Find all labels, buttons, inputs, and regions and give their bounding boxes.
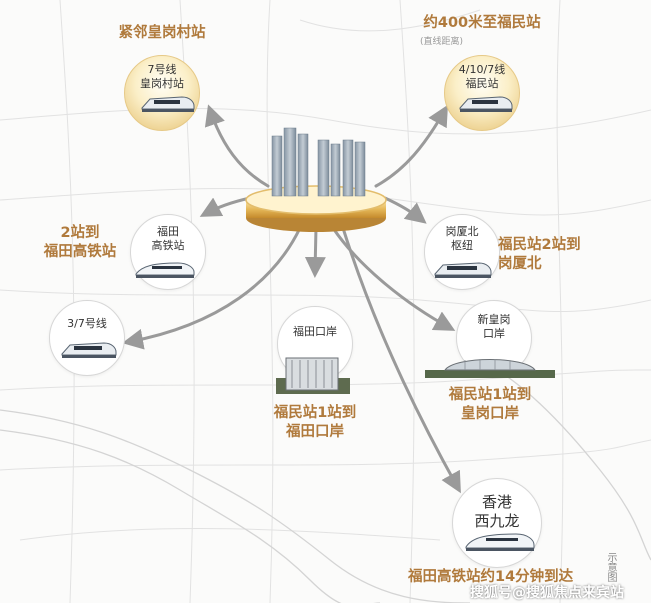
arrow-to-huanggangcun — [204, 104, 270, 188]
watermark: 搜狐号@搜狐焦点来宾站 — [470, 585, 624, 601]
node-label-futian-hsr: 福田 高铁站 — [151, 225, 185, 252]
node-fumin: 4/10/7线 福民站 — [444, 55, 520, 131]
train-icon — [434, 262, 492, 278]
node-label-line37: 3/7号线 — [67, 317, 107, 330]
caption-note-fumin: (直线距离) — [420, 37, 464, 47]
node-west-kowloon: 香港 西九龙 — [452, 478, 542, 568]
caption-futian-port: 福民站1站到 福田口岸 — [273, 405, 357, 440]
arrow-to-gangxiabei — [383, 196, 427, 224]
train-icon — [61, 342, 117, 358]
node-label-gangxiabei: 岗厦北 枢纽 — [445, 225, 479, 252]
train-icon — [465, 533, 535, 551]
building-icon — [276, 357, 350, 394]
arrow-to-futian-hsr — [199, 196, 252, 217]
node-label-fumin: 4/10/7线 福民站 — [458, 63, 506, 90]
caption-fumin: 约400米至福民站 — [423, 15, 541, 31]
river — [0, 359, 651, 603]
arrow-to-futian-port — [304, 226, 326, 278]
train-icon — [141, 96, 195, 112]
arrow-to-fumin — [374, 104, 448, 188]
node-line37: 3/7号线 — [49, 300, 125, 376]
train-icon — [135, 262, 195, 278]
train-icon — [459, 96, 513, 112]
arrow-to-line37 — [122, 226, 302, 350]
caption-futian-hsr: 2站到 福田高铁站 — [43, 225, 117, 260]
project-towers — [271, 127, 366, 197]
caption-west-kowloon: 福田高铁站约14分钟到达 — [408, 569, 574, 585]
node-label-new-huanggang-port: 新皇岗 口岸 — [477, 313, 511, 340]
node-label-west-kowloon: 香港 西九龙 — [474, 493, 520, 530]
caption-new-huanggang-port: 福民站1站到 皇岗口岸 — [448, 387, 532, 422]
arrow-to-new-huanggang-port — [331, 226, 456, 331]
arrows — [122, 104, 461, 494]
diagram-note: 示意图 — [605, 552, 616, 582]
caption-huanggangcun: 紧邻皇岗村站 — [118, 25, 206, 41]
node-huanggangcun: 7号线 皇岗村站 — [124, 55, 200, 131]
building-icon — [425, 359, 555, 378]
node-label-futian-port: 福田口岸 — [293, 325, 337, 338]
node-label-huanggangcun: 7号线 皇岗村站 — [140, 63, 184, 90]
arrow-to-west-kowloon — [341, 226, 461, 494]
caption-gangxiabei: 福民站2站到 岗厦北 — [498, 237, 581, 272]
